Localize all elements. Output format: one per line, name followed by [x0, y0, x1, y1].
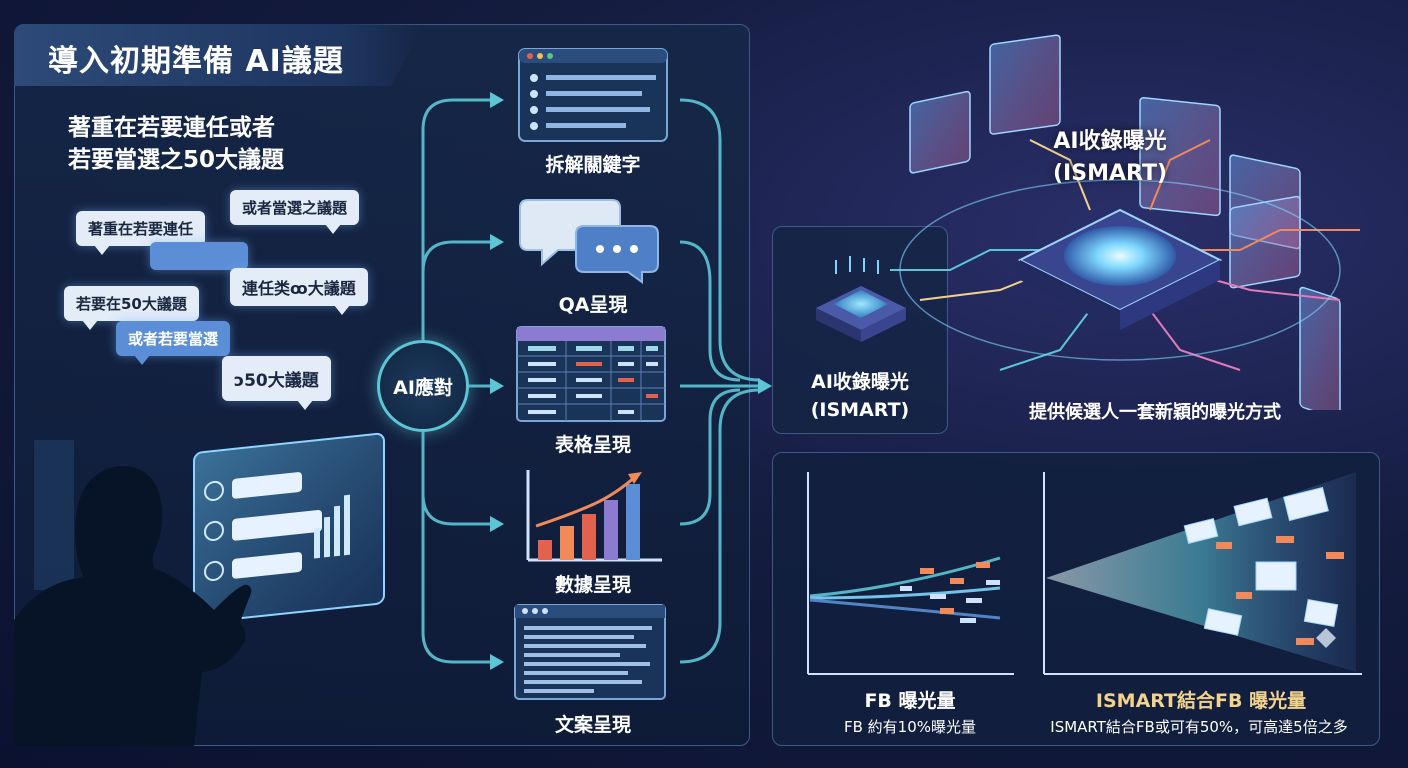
output-label-data: 數據呈現 [554, 574, 631, 596]
table-icon [516, 326, 666, 422]
output-label-copywriting: 文案呈現 [554, 714, 631, 736]
person-screen-illustration [14, 432, 385, 746]
hub-label: AI應對 [393, 376, 453, 399]
title-bar [14, 24, 424, 86]
page-title: 導入初期準備 AI議題 [48, 44, 344, 79]
speech-bubble-6: ɔ50大議題 [222, 356, 331, 410]
ismart-fb-exposure-title: ISMART結合FB 曝光量 [1095, 690, 1307, 712]
ismart-fb-exposure-illustration [1043, 472, 1362, 675]
ismart-middle-label-line-1: AI收錄曝光 [811, 371, 909, 393]
ismart-top-label-line-2: (ISMART) [1052, 161, 1168, 186]
output-label-table: 表格呈現 [554, 434, 631, 456]
output-label-qa: QA呈現 [558, 294, 628, 316]
subtitle-line-2: 若要當選之50大議題 [68, 147, 285, 173]
fb-exposure-title: FB 曝光量 [864, 690, 956, 712]
ismart-top-label-line-1: AI收錄曝光 [1053, 129, 1167, 154]
speech-bubble-5: 或者若要當選 [116, 321, 231, 365]
ismart-fb-exposure-desc: ISMART結合FB或可有50%，可高達5倍之多 [1050, 718, 1348, 736]
fb-exposure-desc: FB 約有10%曝光量 [843, 718, 977, 736]
speech-bubble-4: 若要在50大議題 [64, 286, 199, 330]
bar-chart-icon [526, 470, 662, 562]
chat-bubbles-icon [519, 199, 659, 284]
chip-icon [816, 256, 906, 342]
ismart-caption: 提供候選人一套新穎的曝光方式 [1029, 402, 1281, 423]
text-document-icon [514, 604, 666, 700]
ismart-top-label: AI收錄曝光 (ISMART) [1010, 126, 1210, 190]
ismart-middle-label: AI收錄曝光 (ISMART) [772, 368, 948, 424]
speech-bubble-bar [150, 242, 248, 270]
document-list-icon [518, 48, 668, 142]
ismart-platform-illustration [890, 34, 1360, 410]
speech-bubble-2: 或者當選之議題 [230, 190, 360, 234]
ismart-middle-label-line-2: (ISMART) [810, 399, 910, 421]
speech-bubble-1: 著重在若要連任 [76, 211, 206, 255]
ai-response-hub: AI應對 [377, 340, 469, 432]
subtitle-line-1: 著重在若要連任或者 [68, 115, 275, 141]
speech-bubble-3: 連任类ꝏ大議題 [230, 268, 368, 315]
fb-exposure-illustration [807, 472, 1014, 675]
output-label-keywords: 拆解關鍵字 [545, 154, 641, 176]
